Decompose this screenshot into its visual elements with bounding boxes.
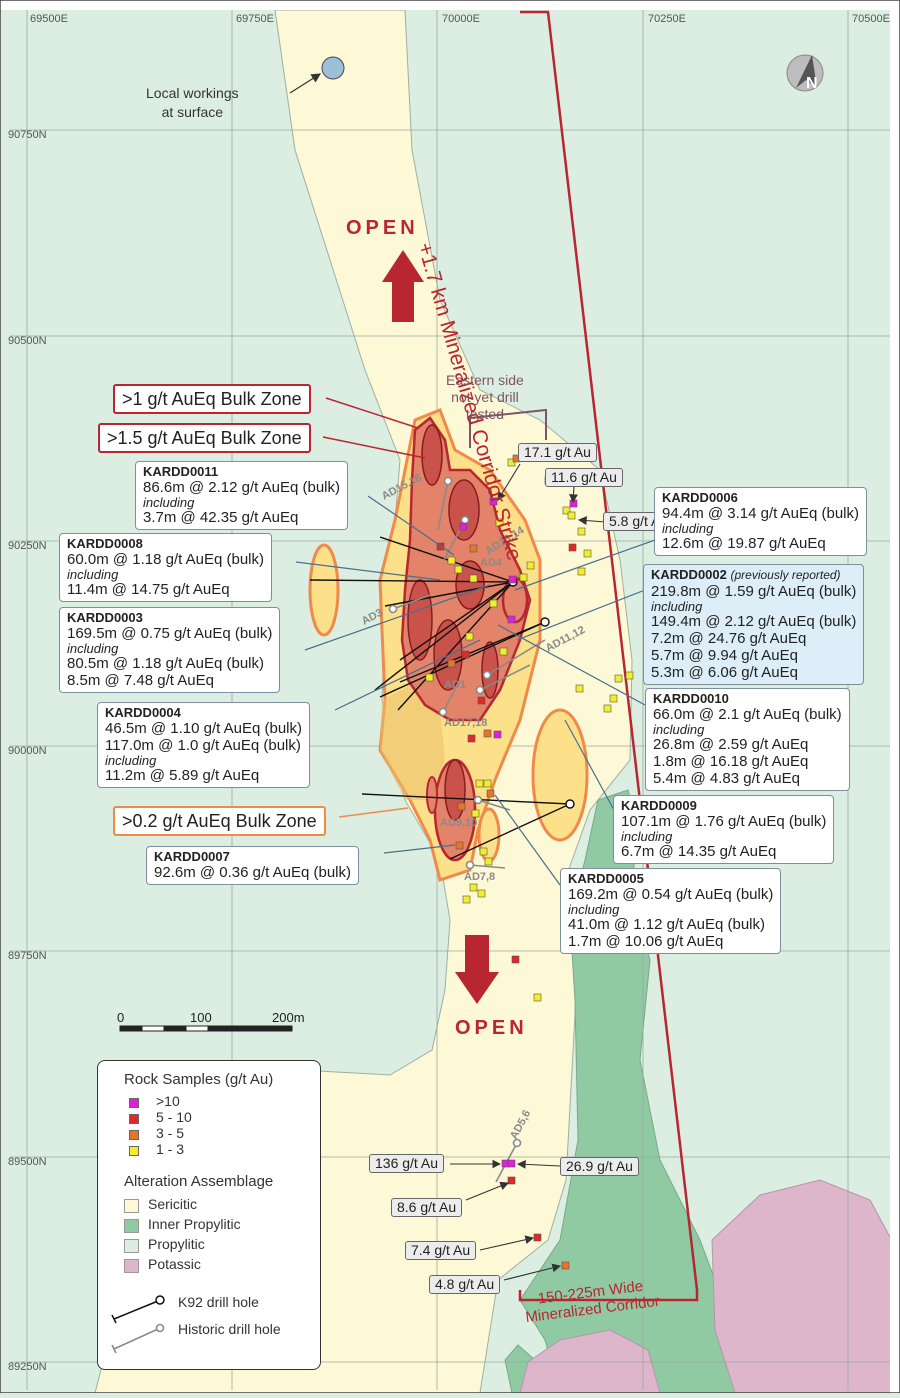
zone-leaders xyxy=(322,397,426,818)
dh-label-ad7-8: AD7,8 xyxy=(464,871,495,883)
legend-swatch-potassic xyxy=(124,1259,139,1273)
svg-text:200m: 200m xyxy=(272,1010,305,1025)
bulk-zone-02-east xyxy=(531,708,589,842)
legend-item-k92-hole: K92 drill hole xyxy=(178,1294,259,1310)
legend-swatch-sericitic xyxy=(124,1199,139,1213)
leader-lines xyxy=(295,495,656,886)
svg-text:0: 0 xyxy=(117,1010,124,1025)
sample-label-26-9: 26.9 g/t Au xyxy=(560,1157,639,1176)
result-box-kardd0008: KARDD0008 60.0m @ 1.18 g/t AuEq (bulk) i… xyxy=(59,533,272,602)
sample-label-4-8: 4.8 g/t Au xyxy=(429,1275,501,1294)
svg-text:70000E: 70000E xyxy=(442,13,480,25)
svg-text:90000N: 90000N xyxy=(8,745,47,757)
result-box-kardd0010: KARDD0010 66.0m @ 2.1 g/t AuEq (bulk) in… xyxy=(645,688,850,791)
legend-item-sericitic: Sericitic xyxy=(148,1196,198,1212)
open-north-label: OPEN xyxy=(346,217,419,239)
svg-text:70500E: 70500E xyxy=(852,13,890,25)
legend-item-inner-propylitic: Inner Propylitic xyxy=(148,1216,241,1232)
legend-item-5-10: 5 - 10 xyxy=(156,1109,192,1125)
bulk-zone-02-west xyxy=(308,543,340,637)
legend-item-3-5: 3 - 5 xyxy=(156,1125,185,1141)
sample-leaders xyxy=(450,463,607,1281)
legend-swatch-3-5 xyxy=(129,1130,139,1140)
legend-alteration-title: Alteration Assemblage xyxy=(124,1173,274,1190)
result-box-kardd0011: KARDD0011 86.6m @ 2.12 g/t AuEq (bulk) i… xyxy=(135,461,348,530)
legend-swatch-inner-propylitic xyxy=(124,1219,139,1233)
svg-text:69500E: 69500E xyxy=(30,13,68,25)
svg-text:89500N: 89500N xyxy=(8,1156,47,1168)
result-box-kardd0006: KARDD0006 94.4m @ 3.14 g/t AuEq (bulk) i… xyxy=(654,487,867,556)
svg-text:69750E: 69750E xyxy=(236,13,274,25)
open-south-label: OPEN xyxy=(455,1017,528,1039)
legend-swatch-5-10 xyxy=(129,1114,139,1124)
north-arrow-icon: N xyxy=(786,54,824,92)
map-legend: Rock Samples (g/t Au) >10 5 - 10 3 - 5 1… xyxy=(97,1060,321,1370)
dh-label-ad9-10: AD9,10 xyxy=(440,817,477,829)
bulk-zone-15-label: >1.5 g/t AuEq Bulk Zone xyxy=(98,423,311,453)
sample-label-136: 136 g/t Au xyxy=(369,1154,445,1173)
legend-rock-title: Rock Samples (g/t Au) xyxy=(124,1071,274,1088)
legend-drill-symbols xyxy=(111,1295,165,1354)
svg-text:70250E: 70250E xyxy=(648,13,686,25)
result-box-kardd0009: KARDD0009 107.1m @ 1.76 g/t AuEq (bulk) … xyxy=(613,795,835,864)
result-box-kardd0003: KARDD0003 169.5m @ 0.75 g/t AuEq (bulk) … xyxy=(59,607,281,693)
result-box-kardd0004: KARDD0004 46.5m @ 1.10 g/t AuEq (bulk) 1… xyxy=(97,702,310,788)
legend-item-gt10: >10 xyxy=(156,1093,180,1109)
legend-item-potassic: Potassic xyxy=(148,1256,201,1272)
svg-text:100: 100 xyxy=(190,1010,212,1025)
legend-swatch-1-3 xyxy=(129,1146,139,1156)
sample-label-11-6: 11.6 g/t Au xyxy=(545,468,623,487)
open-south-arrow-icon xyxy=(455,935,499,1004)
darker-bulk-zone xyxy=(380,680,445,800)
legend-item-historic-hole: Historic drill hole xyxy=(178,1321,281,1337)
bulk-zone-1-label: >1 g/t AuEq Bulk Zone xyxy=(113,384,311,414)
eastern-side-bracket xyxy=(469,408,547,448)
legend-swatch-propylitic xyxy=(124,1239,139,1253)
dh-label-ad17-18: AD17,18 xyxy=(444,717,487,729)
legend-item-propylitic: Propylitic xyxy=(148,1236,205,1252)
bulk-zone-15-group xyxy=(407,424,499,821)
dh-label-ad1: AD1 xyxy=(444,679,466,691)
svg-text:89250N: 89250N xyxy=(8,1361,47,1373)
bulk-zone-1-sw xyxy=(426,776,438,814)
svg-text:N: N xyxy=(806,75,818,92)
sample-label-17-1: 17.1 g/t Au xyxy=(518,443,597,462)
mineralized-corridor-outline xyxy=(518,10,699,1302)
open-north-arrow-icon xyxy=(382,250,424,322)
rock-samples xyxy=(425,454,634,1270)
legend-swatch-gt10 xyxy=(129,1098,139,1108)
svg-text:89750N: 89750N xyxy=(8,950,47,962)
circle-marker-icon xyxy=(321,56,345,80)
bulk-zone-02-label: >0.2 g/t AuEq Bulk Zone xyxy=(113,806,326,836)
svg-text:90750N: 90750N xyxy=(8,129,47,141)
historic-drill-holes xyxy=(388,476,546,1183)
grid-labels: 69500E 69750E 70000E 70250E 70500E 90750… xyxy=(8,13,890,1373)
legend-item-1-3: 1 - 3 xyxy=(156,1141,185,1157)
result-box-kardd0005: KARDD0005 169.2m @ 0.54 g/t AuEq (bulk) … xyxy=(560,868,782,954)
svg-text:90500N: 90500N xyxy=(8,335,47,347)
sample-label-8-6: 8.6 g/t Au xyxy=(391,1198,463,1217)
sample-label-7-4: 7.4 g/t Au xyxy=(405,1241,477,1260)
result-box-kardd0007: KARDD0007 92.6m @ 0.36 g/t AuEq (bulk) xyxy=(146,846,359,885)
svg-text:90250N: 90250N xyxy=(8,540,47,552)
result-box-kardd0002: KARDD0002 (previously reported) 219.8m @… xyxy=(643,564,865,685)
dh-label-ad4: AD4 xyxy=(480,557,503,569)
scale-bar: 0 100 200m xyxy=(117,1010,305,1032)
